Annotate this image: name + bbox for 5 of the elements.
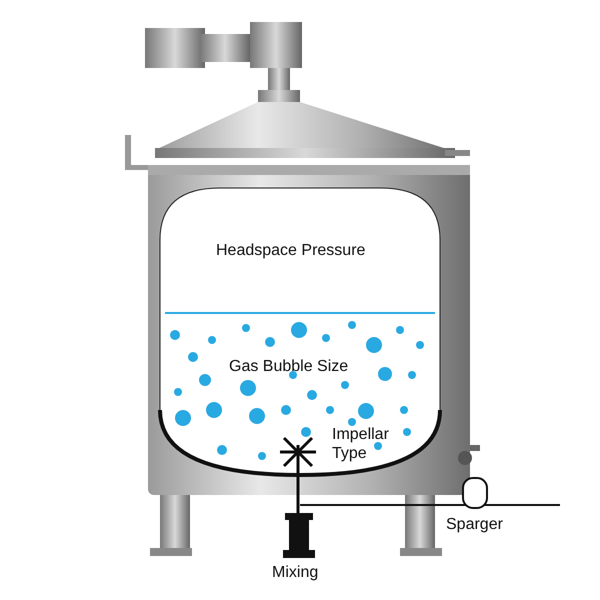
part-label: Impellar Type bbox=[332, 425, 390, 463]
region-label: Headspace Pressure bbox=[216, 241, 366, 260]
part-label: Mixing bbox=[272, 563, 318, 582]
part-label: Sparger bbox=[446, 515, 503, 534]
region-label: Gas Bubble Size bbox=[229, 357, 348, 376]
